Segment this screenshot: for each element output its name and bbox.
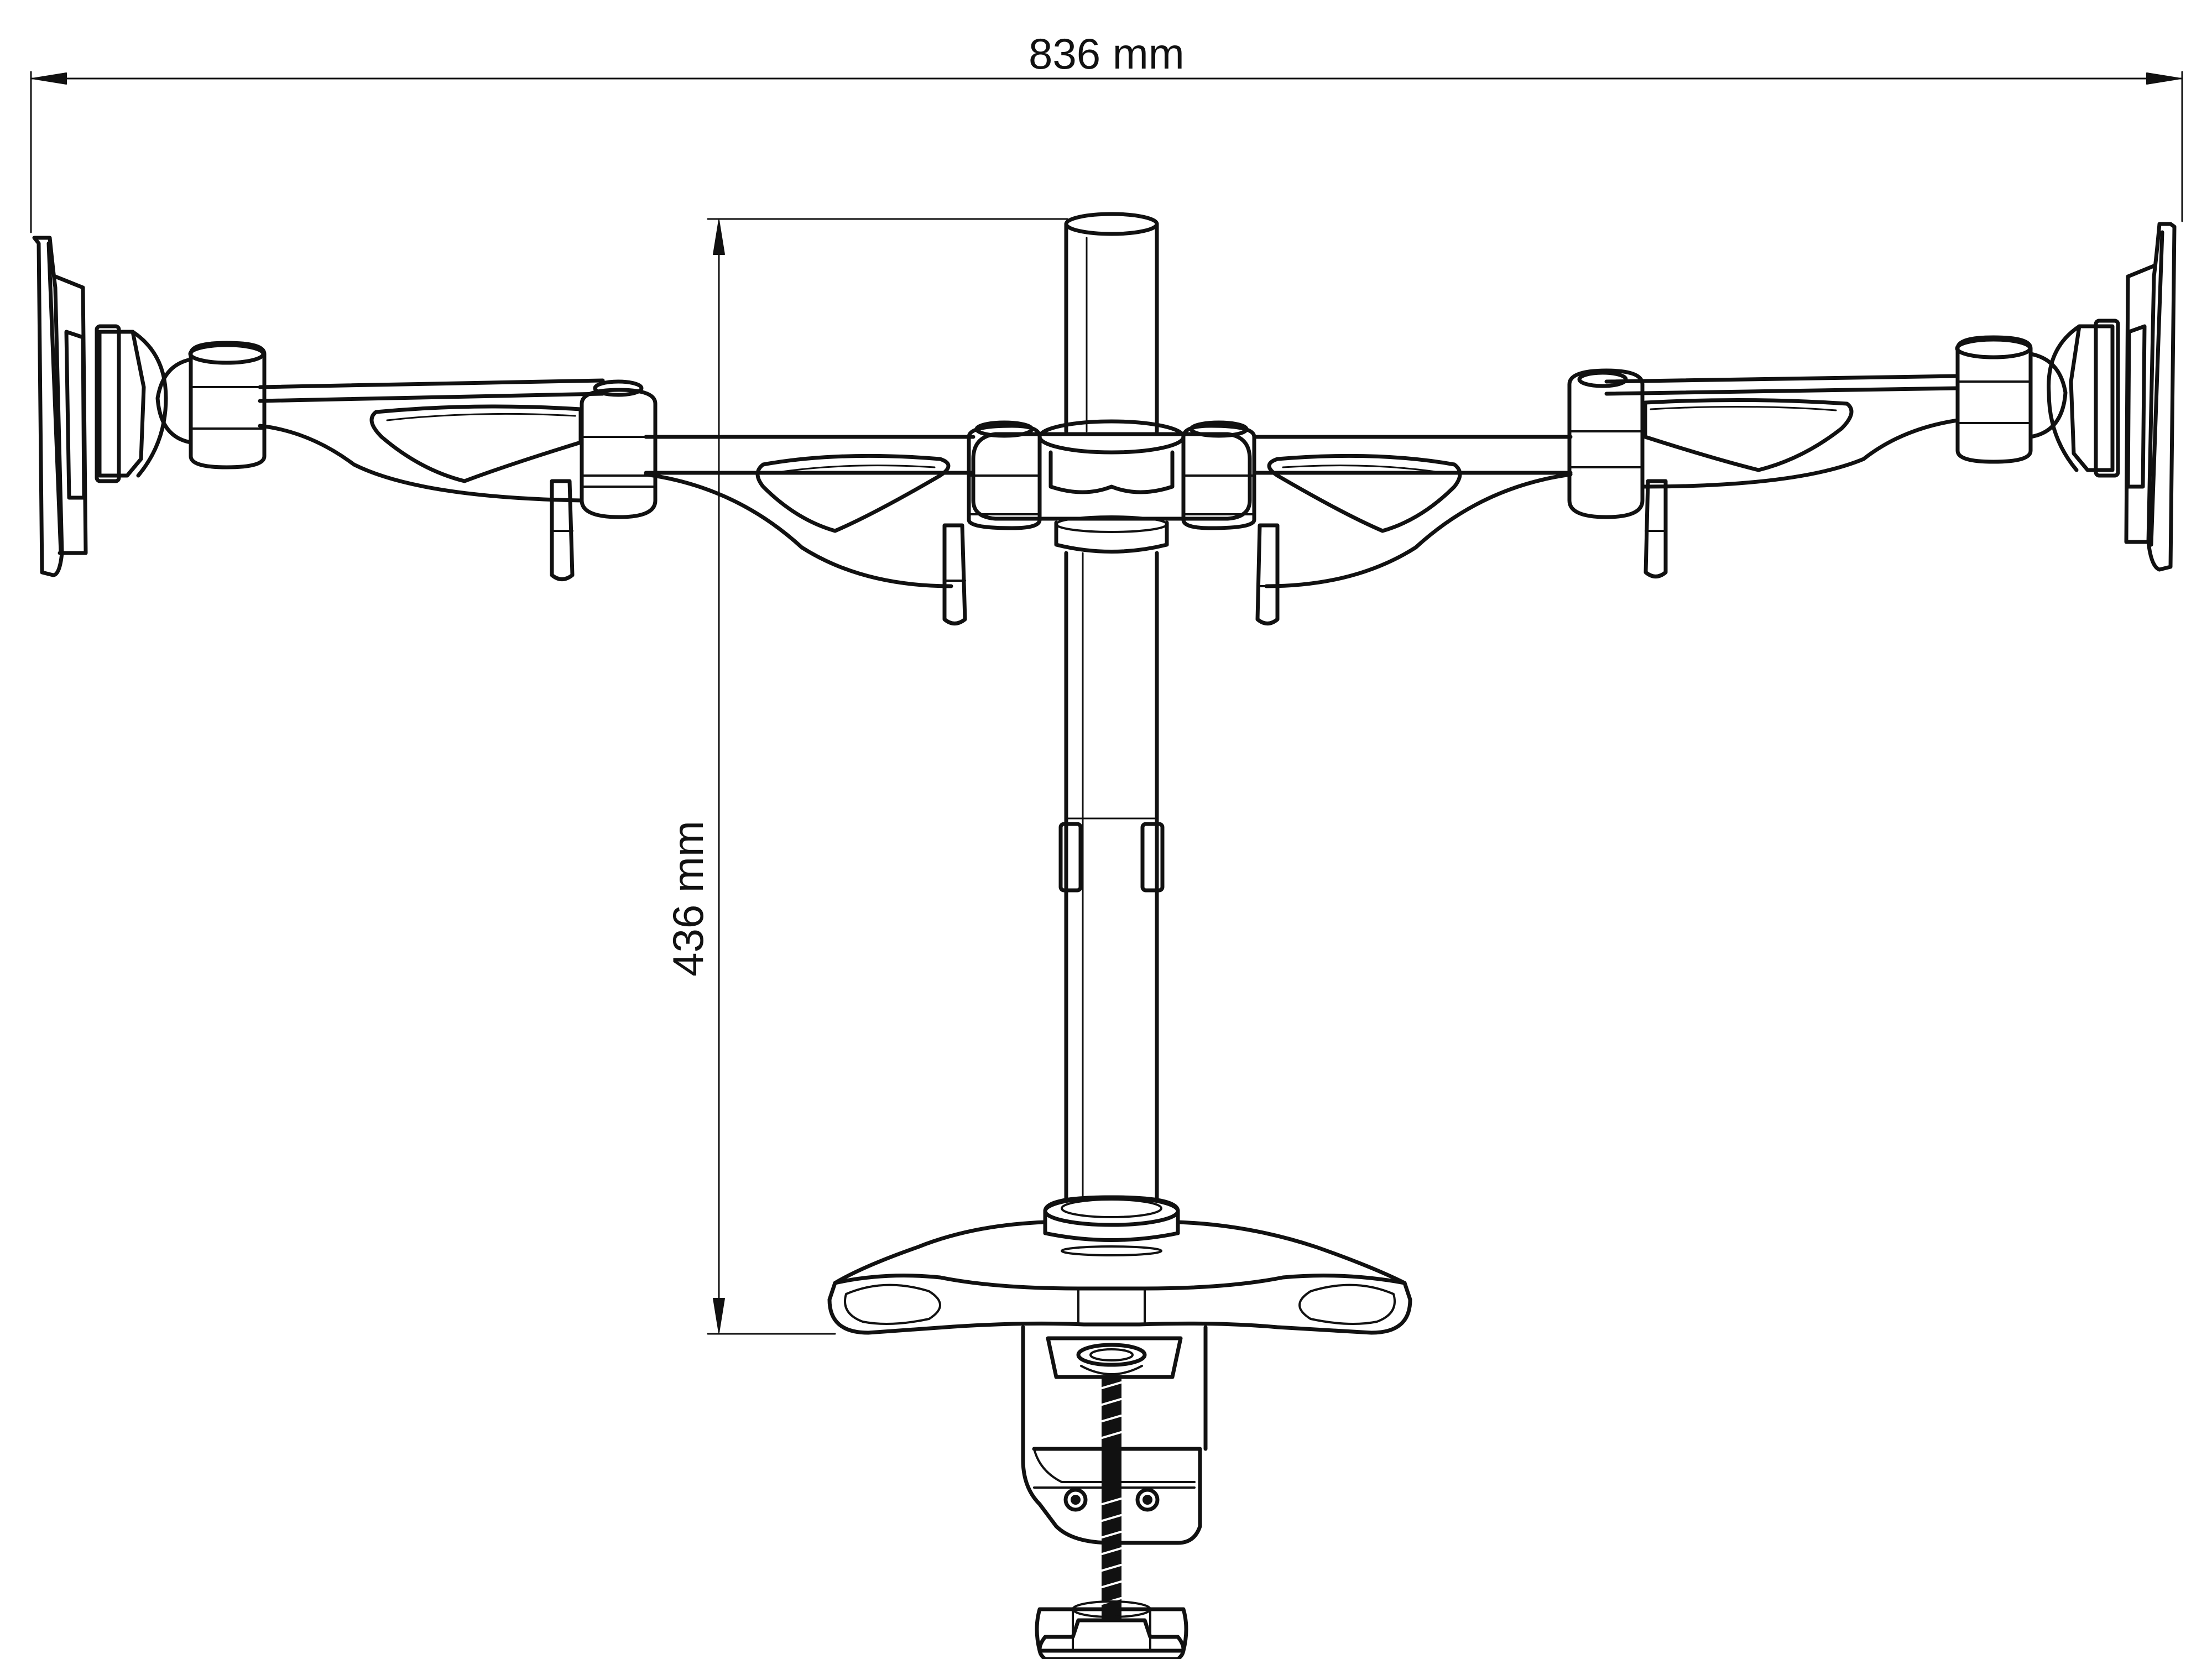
left-vesa-plate	[32, 236, 88, 577]
tension-knob-left-elbow	[550, 479, 575, 581]
tension-knob-center-right	[1255, 523, 1280, 625]
height-arrow-top	[713, 220, 725, 255]
right-outer-arm-cutout	[1643, 398, 1854, 472]
left-outer-arm-cutout	[369, 404, 583, 483]
right-vesa-plate	[2124, 222, 2177, 572]
clamp-knob	[1037, 1618, 1186, 1659]
height-arrow-bottom	[713, 1298, 725, 1333]
clamp-top-pad	[1046, 1336, 1183, 1379]
tension-knob-center-left	[942, 523, 967, 625]
cable-clip-right	[1140, 822, 1165, 893]
left-tilt-head	[95, 324, 267, 483]
width-arrow-left	[32, 72, 67, 85]
height-dimension	[707, 218, 1068, 1335]
clamp-bolt-right	[1135, 1488, 1160, 1512]
width-arrow-right	[2146, 72, 2182, 85]
desk-base	[827, 1195, 1412, 1335]
height-dimension-label: 436 mm	[664, 821, 712, 977]
left-outer-arm	[258, 378, 605, 503]
right-inner-arm	[1252, 435, 1573, 588]
cable-clip-left	[1058, 822, 1083, 893]
left-elbow-joint	[550, 379, 658, 581]
left-inner-arm-cutout	[755, 453, 951, 533]
clamp-bolt-left	[1063, 1488, 1088, 1512]
hub-joint-right	[1181, 424, 1256, 530]
center-hub	[942, 419, 1280, 625]
right-outer-arm	[1604, 374, 1960, 489]
base-foot-right	[1298, 1284, 1396, 1325]
center-pole	[1058, 212, 1165, 1202]
width-dimension	[30, 71, 2183, 233]
right-inner-arm-cutout	[1267, 453, 1462, 533]
hub-joint-left	[967, 424, 1042, 530]
desk-clamp	[1021, 1325, 1208, 1659]
base-foot-left	[844, 1284, 941, 1325]
pole-top-cap	[1064, 212, 1159, 236]
left-inner-arm	[644, 435, 975, 588]
right-tilt-head	[1955, 319, 2120, 478]
width-dimension-label: 836 mm	[1029, 29, 1185, 78]
tension-knob-right-elbow	[1644, 479, 1668, 578]
